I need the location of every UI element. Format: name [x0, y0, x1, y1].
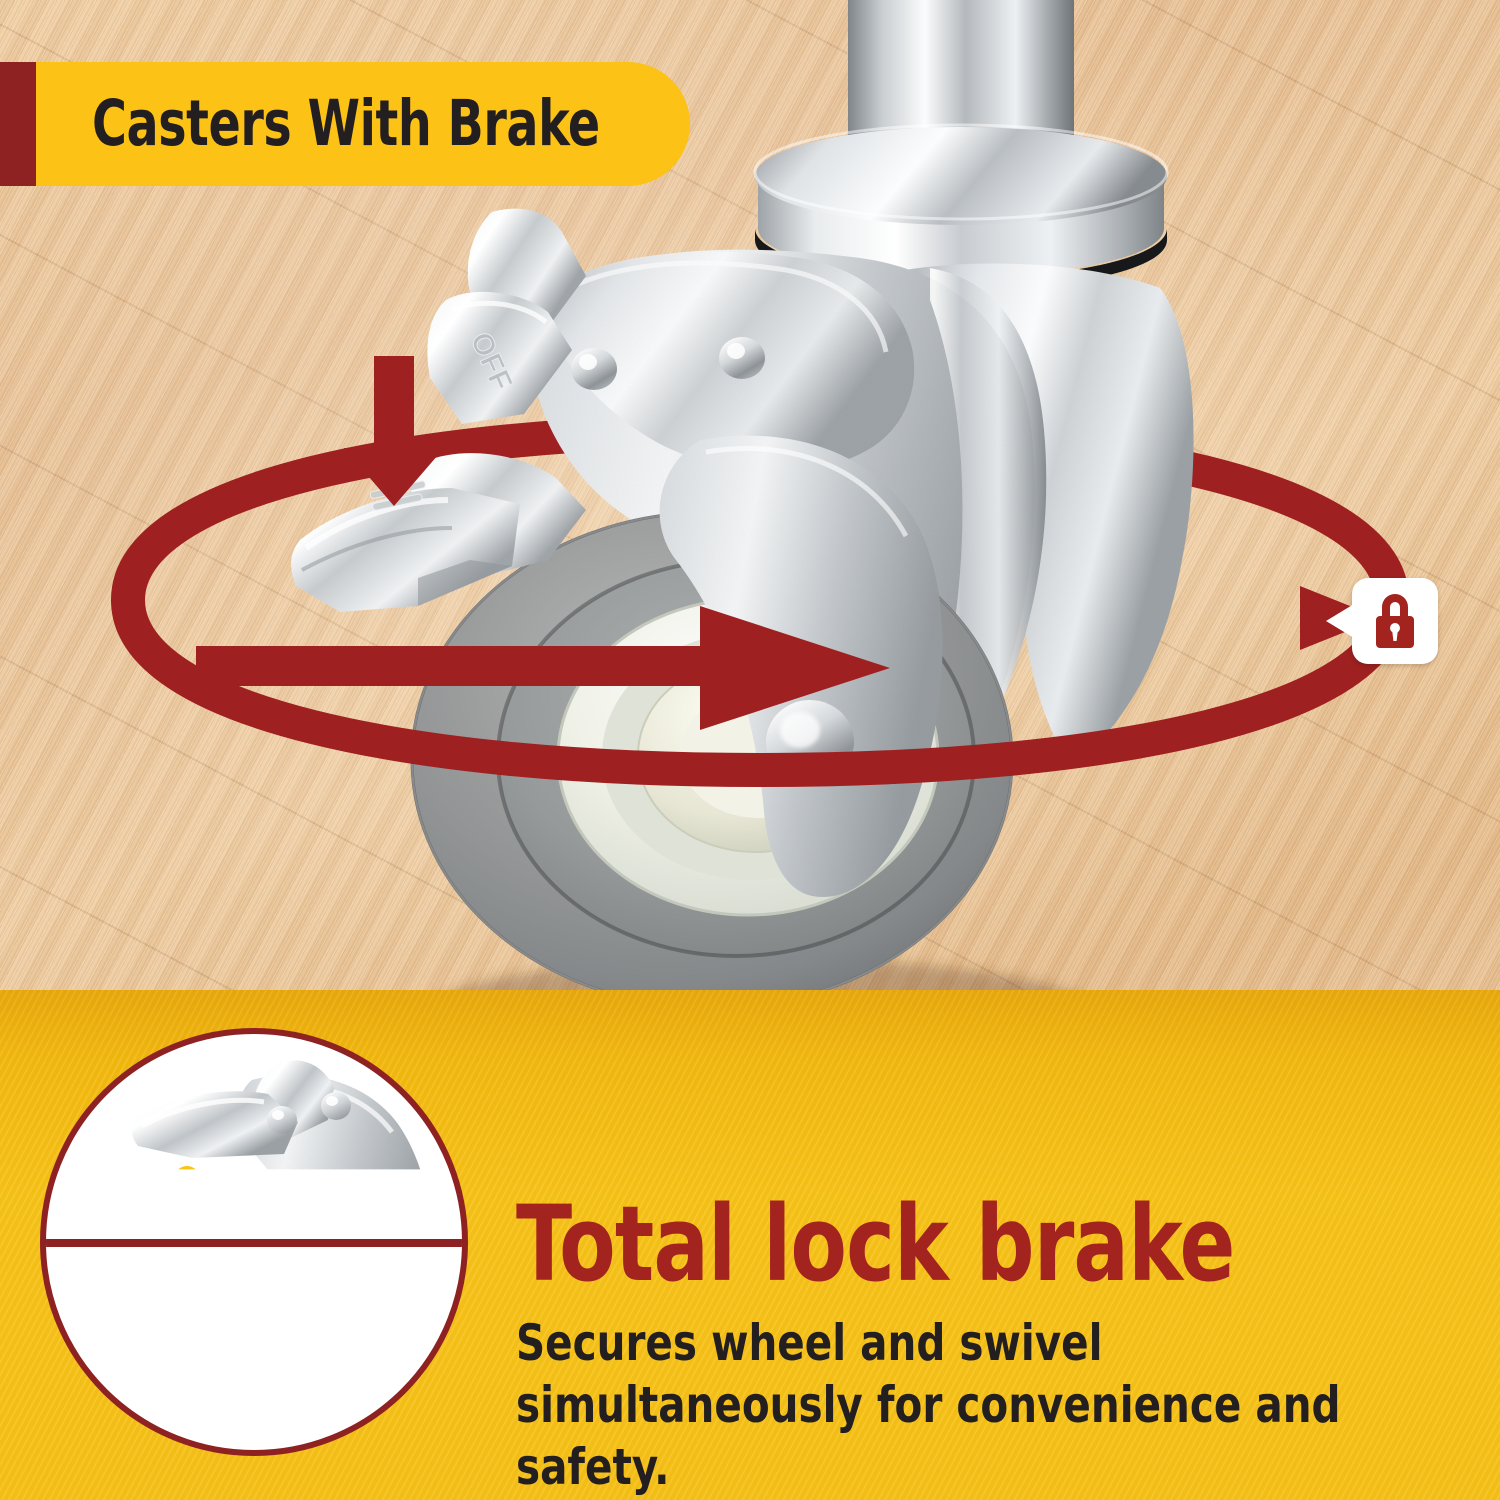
lock-closed-icon: [162, 1324, 200, 1381]
inset-divider-line: [46, 1239, 462, 1247]
lock-closed-icon: [1376, 594, 1414, 648]
header-accent-bar: [0, 62, 42, 186]
header-banner: Casters With Brake: [0, 62, 690, 186]
before-after-inset: [40, 1028, 468, 1456]
header-pill: [36, 62, 690, 186]
lock-badge-swivel: [1326, 578, 1438, 664]
inset-illustration: [46, 1034, 462, 1450]
lock-open-icon: [168, 1166, 227, 1223]
badge-tail: [1326, 604, 1354, 638]
footer-headline: Total lock brake: [516, 1183, 1235, 1305]
page-title: Casters With Brake: [92, 87, 600, 160]
footer-description: Secures wheel and swivel simultaneously …: [516, 1314, 1341, 1496]
